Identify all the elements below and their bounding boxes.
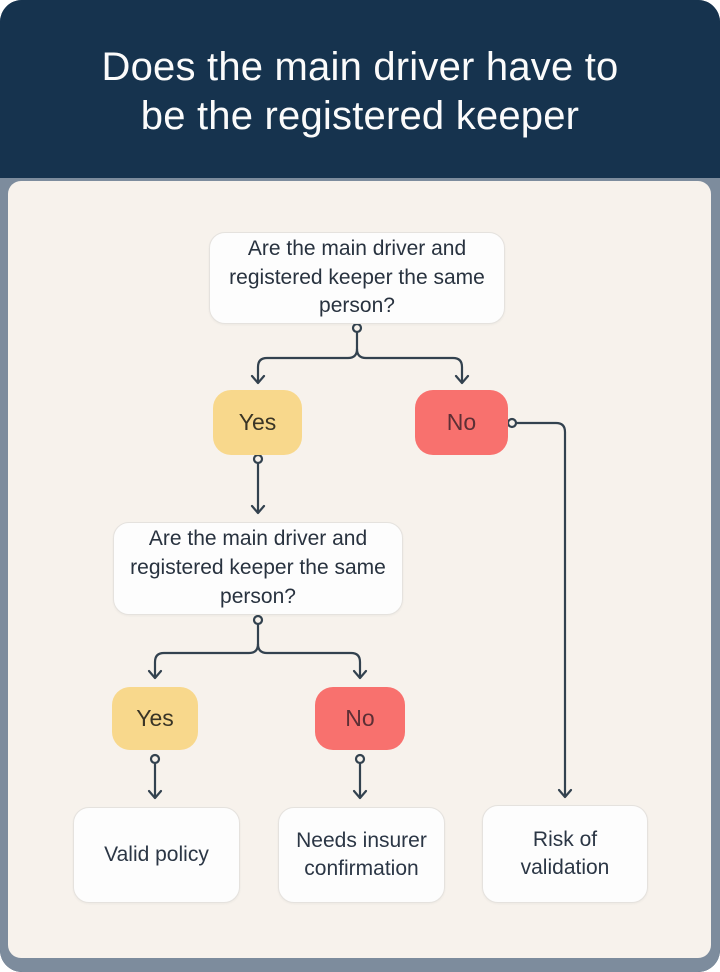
node-yes-2: Yes [112,687,198,750]
edge-q2-no2 [256,642,362,679]
page-title-line2: be the registered keeper [140,94,580,138]
node-outcome-valid-policy-label: Valid policy [104,843,209,867]
edge-q1-no1 [355,347,464,384]
node-outcome-risk-validation-label: Risk of validation [520,828,610,879]
edge-q2-yes2 [153,622,260,679]
node-question-1: Are the main driver and registered keepe… [209,232,505,324]
page-title: Does the main driver have to be the regi… [102,43,619,141]
flowchart-panel: Are the main driver and registered keepe… [8,181,711,958]
connector-dot-no2 [354,753,366,765]
node-question-1-label: Are the main driver and registered keepe… [229,236,485,318]
node-question-2: Are the main driver and registered keepe… [113,522,403,615]
node-question-2-label: Are the main driver and registered keepe… [130,527,386,608]
node-yes-2-label: Yes [136,705,174,731]
arrowhead-no2 [352,669,368,680]
arrowhead-risk [557,788,573,799]
node-outcome-valid-policy: Valid policy [73,807,240,903]
connector-dot-no1 [506,417,518,429]
connector-dot-yes2 [149,753,161,765]
edge-no1-risk [514,421,567,798]
arrowhead-insurer [352,789,368,800]
node-outcome-insurer-confirmation: Needs insurer confirmation [278,807,445,903]
node-outcome-insurer-confirmation-label: Needs insurer confirmation [296,829,427,880]
arrowhead-yes2 [147,669,163,680]
arrowhead-valid [147,789,163,800]
connector-dot-yes1 [252,453,264,465]
page-title-line1: Does the main driver have to [101,45,619,90]
connector-dot-q1 [351,322,363,334]
header: Does the main driver have to be the regi… [0,0,720,178]
node-yes-1-label: Yes [238,409,277,435]
arrowhead-yes1 [250,374,266,385]
node-outcome-risk-validation: Risk of validation [482,805,648,903]
node-no-1-label: No [446,409,477,435]
node-no-1: No [415,390,508,455]
node-yes-1: Yes [213,390,302,455]
node-no-2-label: No [345,705,375,731]
connector-dot-q2 [252,614,264,626]
arrowhead-q2 [250,504,266,515]
node-no-2: No [315,687,405,750]
arrowhead-no1 [454,374,470,385]
edge-q1-yes1 [256,331,359,384]
